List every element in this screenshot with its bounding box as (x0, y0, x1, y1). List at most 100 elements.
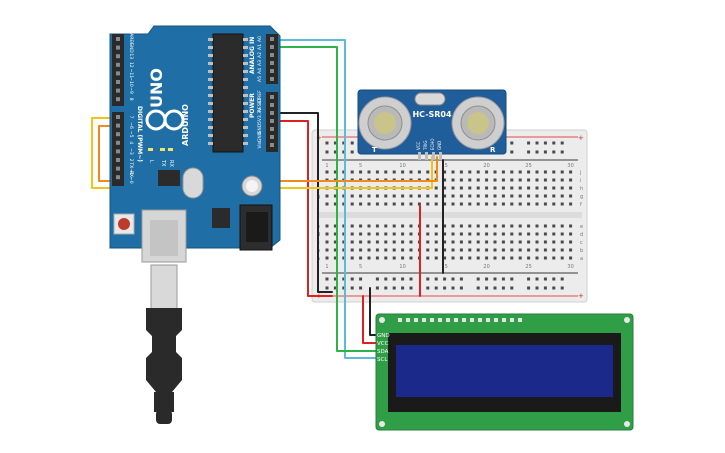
lcd-pin-label: VCC (377, 341, 389, 347)
digital-pin-label: 7 (128, 116, 134, 119)
power-pin-label: IOREF (257, 90, 263, 104)
analog-header-label: ANALOG IN (249, 37, 256, 74)
column-label: 30 (567, 264, 573, 270)
column-label: 25 (525, 264, 531, 270)
power-pin-label: 5V (257, 117, 263, 124)
column-label: 20 (483, 264, 489, 270)
arduino-uno-board[interactable]: ARDUINO UNO POWER ANALOG IN DIGITAL (PWM… (109, 25, 281, 263)
lcd-pin-label: GND (377, 333, 390, 339)
wire-trig-yellow[interactable] (91, 117, 433, 189)
chip-legs (208, 38, 248, 145)
capacitor-1-top (246, 180, 258, 192)
sensor-pin-label: TRIG (423, 140, 428, 151)
row-letter: h (580, 186, 583, 192)
arduino-model: UNO (147, 68, 166, 108)
analog-pin-label: A2 (257, 52, 263, 58)
row-letter: b (580, 248, 583, 254)
digital-pin-label: ~10 (128, 77, 134, 87)
column-label: 30 (567, 163, 573, 169)
power-pin-label: Vin (257, 141, 263, 148)
led-l-label: L (148, 160, 154, 163)
digital-header-label: DIGITAL (PWM~) (136, 106, 143, 162)
wire-scl-cyan[interactable] (269, 39, 378, 359)
digital-pin-label: 8 (128, 98, 134, 101)
digital-pin-label: ~6 (128, 122, 134, 129)
digital-pin-label: 12 (128, 62, 134, 68)
digital-pin-label: ~11 (128, 69, 134, 79)
digital-pin-label: TX→1 (128, 161, 134, 175)
rail-plus-sign-right: + (578, 134, 584, 142)
usb-plug-body (146, 308, 182, 392)
transducer-left (358, 96, 412, 150)
lcd-pin-label: SCL (377, 357, 388, 363)
column-label: 15 (441, 264, 447, 270)
column-label: 1 (325, 163, 328, 169)
row-letter: a (580, 256, 583, 262)
usb-cable-end (156, 410, 172, 424)
transducer-right (451, 96, 505, 150)
row-letter: j (579, 170, 581, 176)
reset-button[interactable] (118, 218, 130, 230)
column-label: 20 (483, 163, 489, 169)
digital-pin-label: ~3 (128, 148, 134, 155)
wire-sda-green[interactable] (269, 46, 378, 352)
breadboard-channel (318, 212, 582, 218)
usb-plug-metal (150, 264, 178, 310)
power-header-label: POWER (249, 93, 256, 118)
column-label: 1 (325, 264, 328, 270)
analog-pin-label: A0 (257, 36, 263, 42)
lcd-mount-hole-3 (379, 421, 385, 427)
wire-lcd-vcc-red[interactable] (362, 295, 378, 344)
lcd-mount-hole-2 (624, 317, 630, 323)
sensor-mark-t: T (372, 146, 377, 154)
wire-gnd-black[interactable] (269, 112, 333, 293)
sensor-crystal (414, 92, 446, 106)
arduino-logo-icon (145, 109, 185, 131)
wire-lcd-gnd-black[interactable] (369, 287, 378, 336)
column-label: 15 (441, 163, 447, 169)
analog-header (266, 34, 278, 84)
row-letter: i (580, 178, 581, 184)
row-letter: e (580, 224, 583, 230)
analog-pin-label: A3 (257, 60, 263, 66)
digital-header-upper (112, 34, 124, 106)
digital-pin-label: ~5 (128, 131, 134, 138)
crystal (182, 167, 204, 199)
wire-5v-red[interactable] (269, 120, 333, 297)
power-pin-label: 3.3V (257, 107, 263, 118)
voltage-regulator (212, 208, 230, 228)
wire-echo-orange[interactable] (98, 125, 438, 182)
dc-jack-inner (246, 212, 268, 242)
sensor-pin-label: ECHO (430, 139, 435, 150)
wires (91, 39, 444, 359)
row-letter: f (580, 202, 582, 208)
small-chip (158, 170, 180, 186)
usb-cable (146, 264, 182, 424)
digital-pin-label: 13 (128, 53, 134, 59)
arduino-brand: ARDUINO (181, 104, 190, 146)
column-label: 10 (399, 163, 405, 169)
digital-pin-label: AREF (128, 33, 134, 45)
power-pin-label: RESET (257, 98, 263, 113)
usb-strain-relief (154, 392, 174, 412)
sensor-name: HC-SR04 (412, 110, 452, 119)
sensor-pin-label: VCC (416, 141, 421, 150)
lcd-screen (396, 345, 613, 397)
lcd-mount-hole-4 (624, 421, 630, 427)
sensor-pin-label: GND (437, 141, 442, 150)
sensor-pins (418, 152, 442, 160)
power-pin-label: GND (257, 131, 263, 142)
column-label: 5 (359, 264, 362, 270)
digital-pin-label: 4 (128, 141, 134, 144)
analog-pin-label: A4 (257, 68, 263, 74)
digital-pin-label: RX←0 (128, 171, 134, 184)
digital-pin-label: ~9 (128, 87, 134, 94)
led-rx-label: RX (168, 160, 174, 167)
